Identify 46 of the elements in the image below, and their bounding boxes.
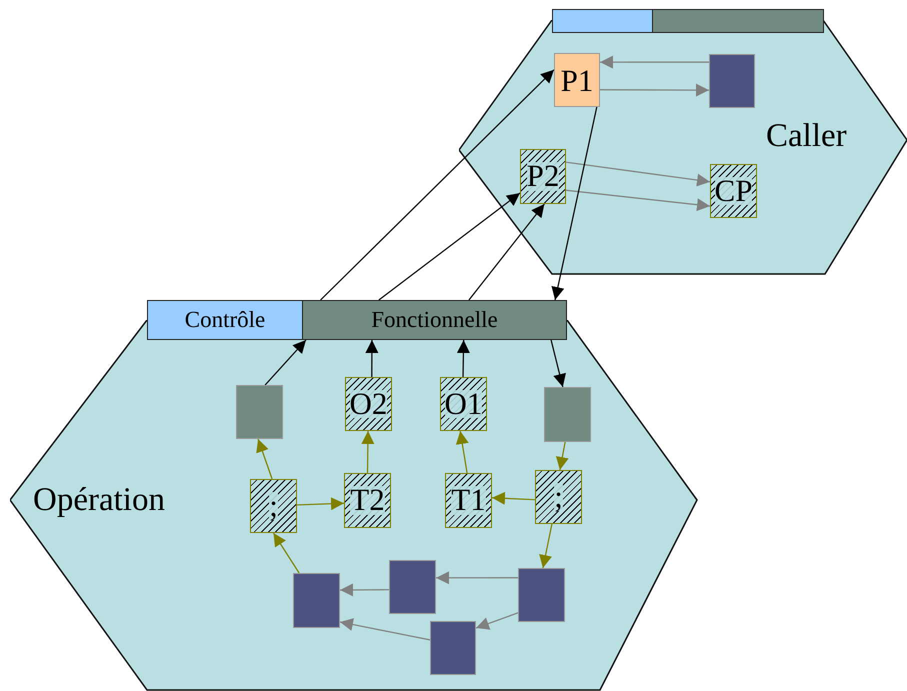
arrow <box>273 532 300 574</box>
arrow <box>361 431 374 473</box>
arrow <box>436 571 518 584</box>
component-box <box>709 54 755 108</box>
interface-bar: Contrôle <box>147 300 303 340</box>
interface-bar <box>552 9 653 33</box>
hatched-box: O1 <box>440 377 487 431</box>
interface-bar: Fonctionnelle <box>302 300 567 340</box>
arrow <box>256 438 273 480</box>
hatched-box: P2 <box>520 149 566 204</box>
arrow <box>550 340 566 388</box>
arrow <box>456 430 469 474</box>
arrow <box>566 162 710 186</box>
arrow <box>566 190 710 212</box>
arrow <box>600 56 709 69</box>
region-label: Opération <box>33 482 165 519</box>
arrow <box>296 497 344 510</box>
component-box <box>430 621 476 675</box>
hatched-box: CP <box>710 164 757 218</box>
interface-bar <box>652 9 824 33</box>
component-box: P1 <box>554 53 600 107</box>
component-box <box>518 568 565 622</box>
arrow <box>468 204 545 300</box>
region-label: Caller <box>766 118 847 155</box>
component-box <box>293 573 340 628</box>
arrow <box>264 340 306 386</box>
arrow <box>340 583 389 596</box>
arrow <box>551 106 598 300</box>
arrow <box>476 612 518 630</box>
arrow <box>456 340 470 378</box>
component-box <box>544 387 591 442</box>
hatched-box: ; <box>535 470 582 524</box>
arrow <box>539 524 552 568</box>
arrow <box>556 442 569 470</box>
arrow <box>600 84 709 97</box>
arrow <box>340 618 430 640</box>
component-box <box>236 385 283 439</box>
component-box <box>389 560 436 614</box>
arrow <box>378 192 520 300</box>
arrow <box>320 69 554 300</box>
arrow <box>365 340 378 377</box>
arrow <box>492 492 536 505</box>
hatched-box: T1 <box>445 473 492 528</box>
hatched-box: T2 <box>344 473 391 528</box>
hatched-box: O2 <box>345 377 392 431</box>
hatched-box: ; <box>250 479 297 533</box>
